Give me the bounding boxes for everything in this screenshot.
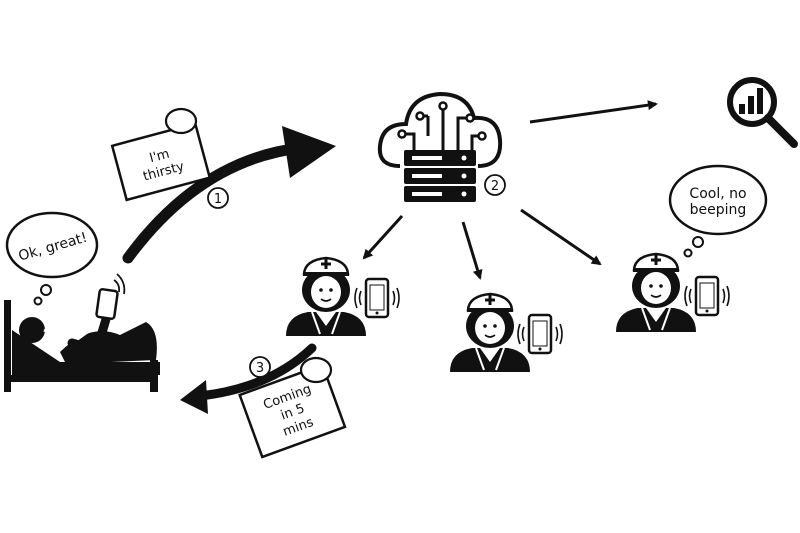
nurse-bubble-line-2: beeping	[690, 202, 747, 218]
patient-in-bed-icon	[4, 300, 160, 392]
request-arrow	[122, 142, 306, 264]
analytics-arrow	[529, 100, 658, 124]
patient-thought-bubble: Ok, great!	[5, 211, 99, 306]
request-note-line-1: I'm	[148, 147, 171, 167]
step-2-label: 2	[491, 179, 499, 194]
step-1-label: 1	[214, 192, 222, 207]
dispatch-arrow-right	[520, 208, 602, 266]
nurse-icon-right	[614, 252, 698, 334]
cloud-server-icon	[377, 91, 503, 202]
dispatch-arrow-middle	[461, 221, 483, 280]
step-3-label: 3	[256, 361, 264, 376]
patient-phone-icon	[95, 273, 126, 320]
request-note-blob	[164, 107, 198, 135]
nurse-thought-bubble: Cool, no beeping	[668, 164, 768, 258]
analytics-magnifier-icon	[727, 77, 798, 148]
step-2-badge	[484, 174, 506, 196]
reply-note-card: Coming in 5 mins	[238, 363, 347, 459]
nurse-phone-middle-icon	[516, 313, 564, 355]
step-1-badge	[207, 187, 229, 209]
reply-arrow	[195, 343, 317, 401]
step-3-badge	[249, 356, 271, 378]
reply-note-blob	[299, 356, 333, 384]
nurse-icon-left	[284, 256, 368, 338]
nurse-phone-left-icon	[353, 277, 401, 319]
request-note-card: I'm thirsty	[110, 122, 212, 202]
dispatch-arrow-left	[362, 214, 404, 260]
nurse-phone-right-icon	[683, 275, 731, 317]
nurse-bubble-line-1: Cool, no	[689, 186, 746, 202]
